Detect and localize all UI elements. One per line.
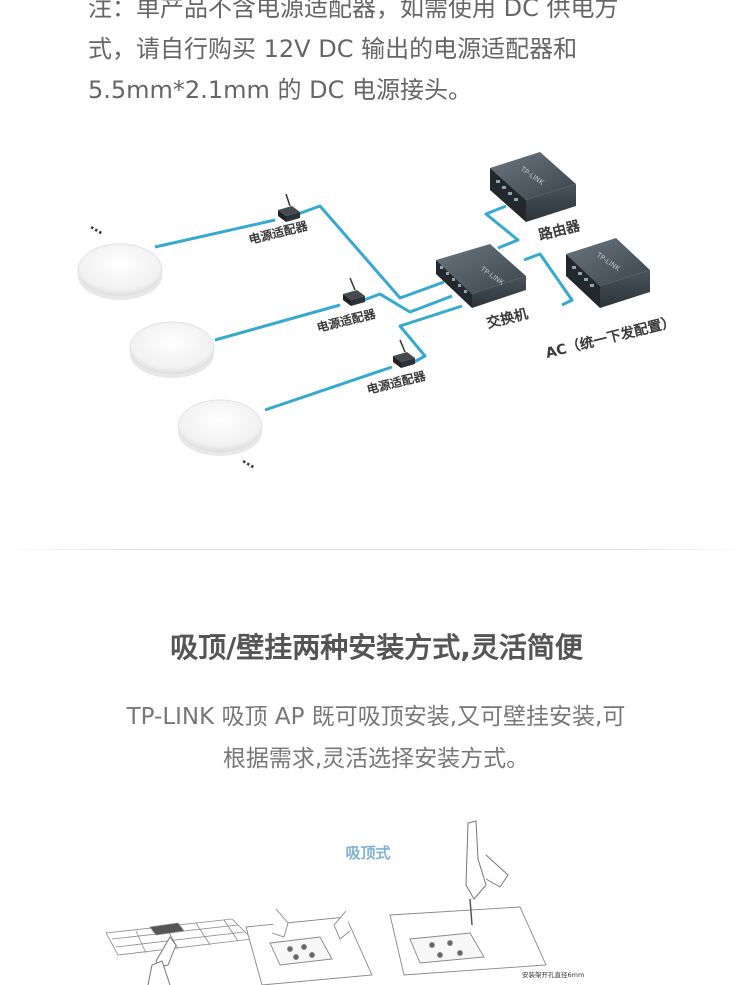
ap-3 bbox=[177, 399, 263, 456]
ellipsis-bottom: … bbox=[240, 451, 260, 472]
cable-lines bbox=[154, 204, 574, 412]
install-illustration: 吸顶式 安装架开孔直径6mm bbox=[105, 820, 584, 985]
cable-ap2-adapter bbox=[214, 303, 341, 342]
section-desc-line-2: 根据需求,灵活选择安装方式。 bbox=[222, 746, 530, 772]
ap-1 bbox=[77, 243, 163, 300]
ellipsis-top: … bbox=[88, 217, 108, 238]
section-description: TP-LINK 吸顶 AP 既可吸顶安装,又可壁挂安装,可 根据需求,灵活选择安… bbox=[76, 696, 676, 780]
intro-line-1: 注：单产品不含电源适配器，如需使用 DC 供电方 bbox=[88, 0, 619, 22]
section-divider bbox=[0, 549, 753, 550]
mount-plate-scene bbox=[245, 908, 373, 985]
adapter-1 bbox=[278, 193, 300, 222]
cable-adapter2-switch bbox=[363, 292, 453, 314]
cable-ap3-adapter bbox=[264, 365, 393, 412]
router-label: 路由器 bbox=[537, 217, 583, 244]
intro-line-2: 式，请自行购买 12V DC 输出的电源适配器和 bbox=[88, 35, 578, 63]
adapter-2 bbox=[343, 277, 365, 306]
switch-label: 交换机 bbox=[485, 305, 530, 332]
cable-switch-router bbox=[484, 204, 520, 250]
network-diagram: … … 电源适配器 电源适配器 电源适配器 TP-LINK 交换机 bbox=[77, 152, 677, 472]
person-hand-left bbox=[147, 936, 177, 985]
ac-device: TP-LINK bbox=[566, 238, 650, 308]
section-title: 吸顶/壁挂两种安装方式,灵活简便 bbox=[170, 631, 583, 664]
intro-note: 注：单产品不含电源适配器，如需使用 DC 供电方 式，请自行购买 12V DC … bbox=[88, 0, 688, 111]
drill-hole-note: 安装架开孔直径6mm bbox=[522, 970, 584, 979]
ap-2 bbox=[129, 321, 215, 378]
ac-label: AC（统一下发配置） bbox=[544, 313, 677, 362]
section-desc-line-1: TP-LINK 吸顶 AP 既可吸顶安装,又可壁挂安装,可 bbox=[126, 704, 626, 730]
switch-device: TP-LINK bbox=[436, 244, 526, 308]
drill-icon bbox=[465, 820, 509, 926]
router-device: TP-LINK bbox=[490, 152, 576, 222]
adapter-3 bbox=[393, 339, 415, 368]
cable-adapter3-switch bbox=[398, 304, 463, 364]
cable-ap1-adapter bbox=[154, 218, 276, 249]
drill-scene bbox=[389, 906, 547, 976]
ceiling-grid bbox=[105, 918, 253, 956]
cable-switch-ac bbox=[523, 252, 574, 307]
cable-adapter1-switch bbox=[297, 204, 445, 300]
intro-line-3: 5.5mm*2.1mm 的 DC 电源接头。 bbox=[88, 76, 472, 104]
adapter-label-1: 电源适配器 bbox=[247, 218, 310, 247]
ceiling-mount-label: 吸顶式 bbox=[345, 844, 390, 862]
